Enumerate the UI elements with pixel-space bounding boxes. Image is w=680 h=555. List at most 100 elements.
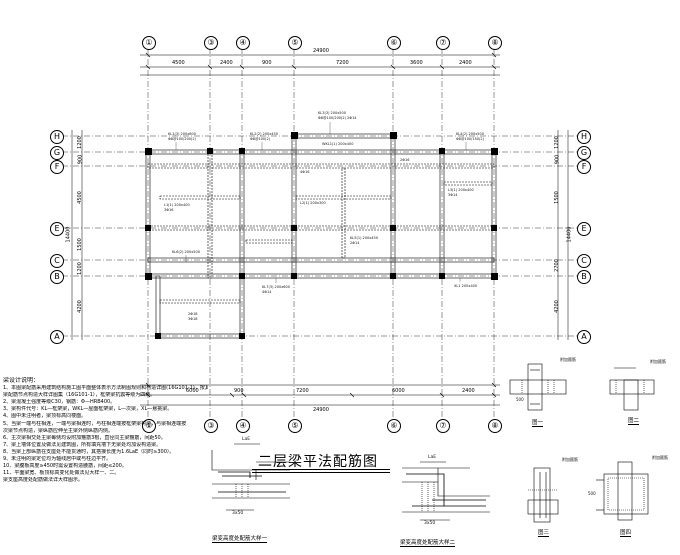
beam-label: KL6(2) 200x500 [172,250,200,254]
axis-bubble-E-right: E [577,222,591,236]
title-underline [252,469,390,473]
axis-bubble-B-right: B [577,270,591,284]
dim-left-4: 1500 [76,238,83,251]
stirrup-label: 附加箍筋 [560,357,576,362]
axis-bubble-6-top: ⑥ [387,36,401,50]
dim-500: 500 [516,397,524,402]
note-line: 梁配筋节点构造大样详图集（16G101-1），框架梁抗震等级为四级。 [3,392,156,399]
figure-4 [596,461,649,521]
dim-bottom-3: 7200 [296,388,309,394]
dim-top-5: 3600 [410,60,423,66]
axis-bubble-A-right: A [577,330,591,344]
axis-bubble-F-left: F [50,160,64,174]
dim-top-1: 4500 [172,60,185,66]
design-notes: 梁设计说明： 1、本图梁配筋采用建筑结构施工图平面整体表示方法制图规则和构造详图… [3,377,208,484]
beam-label: WKL1(1) 200x400 [322,142,354,146]
note-line: 2、梁混凝土强度等级C30，钢筋：Φ—HRB400。 [3,399,116,406]
note-line: 8、当梁上部纵筋在支座处不能贯通时，其搭接长度为1.6LaE（同时≥300）。 [3,448,175,455]
note-line: 7、梁上墙体位置及做法见建筑图，所有填充墙下无梁处均加设构造梁。 [3,441,162,448]
axis-bubble-H-right: H [577,130,591,144]
axis-bubble-8-bottom: ⑧ [488,419,502,433]
axis-bubble-G-right: G [577,146,591,160]
beam-label: 3Φ14 [448,193,458,197]
beam-label: KL5(1) 200x450 [350,236,378,240]
beam-label: L2(1) 200x300 [300,201,326,205]
beam-label: KL3(3) 200x500 [318,111,346,115]
dim-top-2: 2400 [220,60,233,66]
figure-2-caption: 图二 [628,418,640,425]
beam-label: Φ8@100/200(2) 2Φ14 [318,116,357,120]
detail-1-caption: 梁变高度处配筋大样一 [212,536,268,543]
axis-bubble-E-left: E [50,222,64,236]
note-line: 11、平面梁宽、板顶标高变化处做法见大样一、二。 [3,470,120,477]
beam-label: 4Φ16 [300,170,310,174]
columns [145,132,498,339]
axis-bubble-6-bottom: ⑥ [387,419,401,433]
axis-bubble-1-top: ① [142,36,156,50]
axis-bubble-4-bottom: ④ [236,419,250,433]
beam-label: Φ8@100(2) [250,137,271,141]
detail-2 [402,461,490,521]
beam-label: 2Φ16 [400,158,410,162]
axis-bubble-3-top: ③ [204,36,218,50]
axis-bubble-C-left: C [50,254,64,268]
beam-label: 3Φ16 [164,208,174,212]
beam-label: Φ8@100/150(2) [456,137,484,141]
axis-bubble-H-left: H [50,130,64,144]
drawing-title: 二层梁平法配筋图 [258,454,378,470]
dim-bottom-2: 900 [234,388,244,394]
dim-top-4: 7200 [336,60,349,66]
axis-bubble-7-top: ⑦ [436,36,450,50]
note-line: 5、当梁一端与柱相连，一端与梁相连时，与柱相连端按框架梁构造，与梁相连端按 [3,420,187,427]
beam-outlines [145,133,497,339]
stirrup-label: 附加箍筋 [652,455,668,460]
dim-right-total: 14400 [566,226,573,243]
note-line: 梁支座高度处配筋做法详大样图示。 [3,477,84,484]
beam-label: 3Φ18 [188,317,198,321]
dim-top-6: 2400 [459,60,472,66]
spacing-label: 3x50 [424,521,436,526]
axis-bubble-3-bottom: ③ [204,419,218,433]
notes-heading: 梁设计说明： [3,377,40,384]
dim-right-4: 2700 [553,259,560,272]
note-line: 10、梁腹板高度≥450时需设置构造腰筋，间距≤200。 [3,463,127,470]
beam-label: 2Φ18 [188,312,198,316]
axis-bubble-4-top: ④ [236,36,250,50]
note-line: 1、本图梁配筋采用建筑结构施工图平面整体表示方法制图规则和构造详图(16G101… [3,385,208,392]
beam-label: 2Φ14 [350,241,360,245]
detail-1 [211,443,290,511]
dim-bottom-1: 6000 [186,388,199,394]
dim-left-total: 14400 [65,226,72,243]
beam-label: 4Φ14 [262,290,272,294]
horizontal-axis-lines [62,135,578,337]
note-line: 9、未注明的梁定位均为轴线居中或与柱边平齐。 [3,456,112,463]
lae-label: LaE [242,437,251,442]
dim-total-bottom: 24900 [313,407,329,413]
dim-right-2: 900 [554,154,561,165]
figure-1 [509,363,567,411]
note-line: 次梁节点构造，梁纵筋应伸至主梁外侧纵筋内侧。 [3,427,114,434]
beam-label: Φ8@100/200(2) [168,137,196,141]
axis-bubble-B-left: B [50,270,64,284]
figure-2 [609,367,655,411]
dim-left-2: 900 [77,154,84,165]
beam-label: KL1(3) 200x600 [168,132,196,136]
axis-bubble-8-top: ⑧ [488,36,502,50]
note-line: 6、主次梁相交处主梁每侧均设附加箍筋3根，直径同主梁箍筋，间距50。 [3,434,166,441]
dim-total-top: 24900 [313,48,329,54]
beam-label: KL7(3) 200x600 [262,285,290,289]
axis-bubble-7-bottom: ⑦ [436,419,450,433]
figure-1-caption: 图一 [532,420,544,427]
dim-bottom-5: 2400 [462,388,475,394]
note-line: 3、梁构件代号：KL—框架梁，WKL—屋面框架梁，L—次梁，XL—悬挑梁。 [3,406,173,413]
axis-bubble-A-left: A [50,330,64,344]
axis-bubble-1-bottom: ① [142,419,156,433]
stirrup-label: 附加箍筋 [562,457,578,462]
beam-label: XL1 200x400 [454,284,478,288]
note-line: 4、图中未注明者，梁顶标高同楼面。 [3,413,87,420]
beam-label: KL2(2) 200x450 [250,132,278,136]
dim-left-5: 1200 [76,262,83,275]
figure-3 [527,467,559,523]
dim-right-5: 4200 [553,300,560,313]
